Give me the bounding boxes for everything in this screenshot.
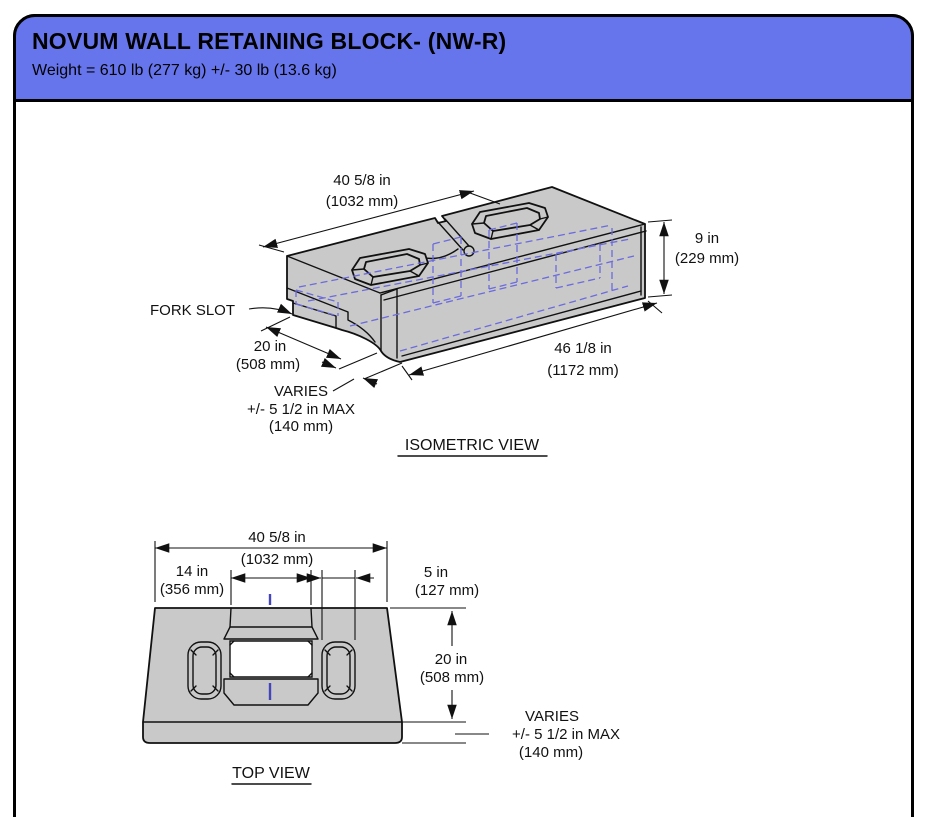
iso-dim-width-in: 40 5/8 in [333, 172, 391, 189]
top-right-lug-ring [321, 641, 356, 700]
top-center-plateau [223, 594, 319, 706]
iso-dim-depth-in: 20 in [254, 338, 287, 355]
iso-dim-length-mm: (1172 mm) [547, 362, 618, 379]
iso-varies-line1: VARIES [274, 383, 328, 400]
top-varies-line3: (140 mm) [519, 744, 583, 761]
top-dim-lug-mm: (127 mm) [415, 582, 479, 599]
fork-slot-label: FORK SLOT [150, 302, 235, 319]
title-banner: NOVUM WALL RETAINING BLOCK- (NW-R) Weigh… [13, 14, 914, 102]
top-view-title: TOP VIEW [232, 765, 311, 782]
iso-block-body [286, 186, 646, 363]
top-left-lug-ring [187, 641, 222, 700]
iso-dim-width-mm: (1032 mm) [326, 193, 399, 210]
top-varies-line1: VARIES [525, 708, 579, 725]
iso-dim-depth-mm: (508 mm) [236, 356, 300, 373]
top-varies-line2: +/- 5 1/2 in MAX [512, 726, 620, 743]
top-dimensions: 40 5/8 in (1032 mm) 14 in (356 mm) 5 in … [154, 529, 620, 761]
weight-note: Weight = 610 lb (277 kg) +/- 30 lb (13.6… [32, 62, 337, 79]
top-dim-depth-in: 20 in [435, 651, 468, 668]
iso-varies-line2: +/- 5 1/2 in MAX [247, 401, 355, 418]
page-title: NOVUM WALL RETAINING BLOCK- (NW-R) [32, 28, 507, 54]
top-dim-depth-mm: (508 mm) [420, 669, 484, 686]
top-dim-width-in: 40 5/8 in [248, 529, 306, 546]
iso-dim-height-mm: (229 mm) [675, 250, 739, 267]
iso-left-lug [351, 248, 429, 286]
top-dim-center-mm: (356 mm) [160, 581, 224, 598]
isometric-view-title: ISOMETRIC VIEW [405, 437, 540, 454]
isometric-view-drawing: 40 5/8 in (1032 mm) 9 in (229 mm) 46 1/8… [150, 172, 739, 457]
top-dim-width-mm: (1032 mm) [241, 551, 314, 568]
iso-dim-height-in: 9 in [695, 230, 719, 247]
top-dim-lug-in: 5 in [424, 564, 448, 581]
iso-dimensions: 40 5/8 in (1032 mm) 9 in (229 mm) 46 1/8… [150, 172, 739, 435]
top-dim-center-in: 14 in [176, 563, 209, 580]
top-view-drawing: 40 5/8 in (1032 mm) 14 in (356 mm) 5 in … [142, 529, 620, 785]
iso-varies-line3: (140 mm) [269, 418, 333, 435]
iso-dim-length-in: 46 1/8 in [554, 340, 612, 357]
